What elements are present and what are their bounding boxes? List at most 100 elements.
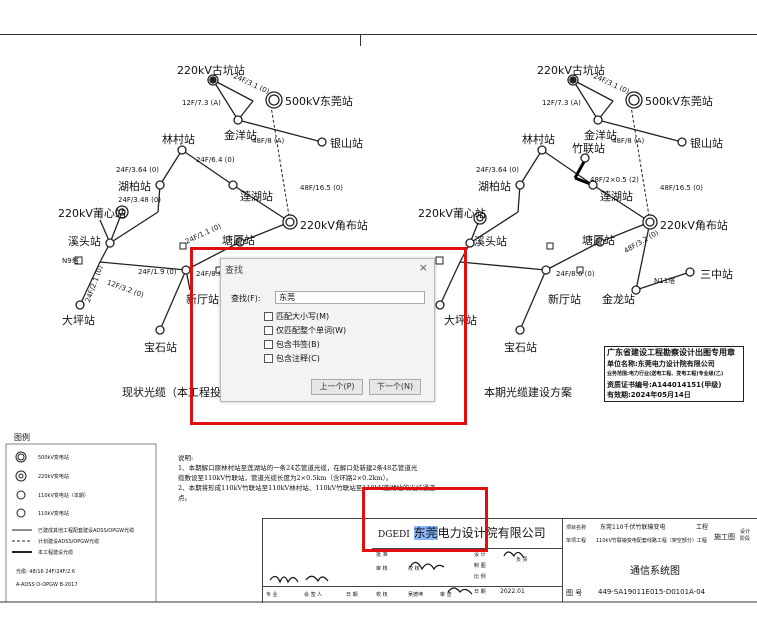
previous-button[interactable]: 上一个(P) xyxy=(311,379,363,395)
drawing-no-label: 图 号 xyxy=(566,589,583,597)
left-line-label: 24F/6.4 (0) xyxy=(196,156,235,164)
role-label: 批 准 xyxy=(376,552,388,558)
drawing-name: 通信系统图 xyxy=(630,566,680,577)
next-button[interactable]: 下一个(N) xyxy=(369,379,421,395)
checkbox-icon[interactable] xyxy=(264,312,273,321)
left-junction-label: N9塔 xyxy=(62,257,79,265)
left-station-puxin: 220kV莆心站 xyxy=(58,207,126,220)
right-line-label: 12F/7.3 (A) xyxy=(542,99,581,107)
include-bookmarks-checkbox[interactable]: 包含书签(B) xyxy=(264,339,320,350)
checkbox-icon[interactable] xyxy=(264,326,273,335)
left-line-label: 24F/3.48 (0) xyxy=(118,196,162,204)
role-label: 校 核 xyxy=(408,566,420,572)
left-station-tangxia: 塘厦站 xyxy=(222,234,255,247)
legend-title: 图例 xyxy=(14,433,30,442)
right-station-sanzhong: 三中站 xyxy=(700,268,733,281)
project-value: 东莞110千伏竹联输变电 xyxy=(600,524,666,531)
left-line-label: 48F/16.5 (0) xyxy=(300,184,344,192)
signoff-col: 审 查 xyxy=(440,592,452,598)
single-value: 110kV竹联输变电配套线路工程（架空部分）工程 xyxy=(596,538,707,544)
right-line-label: 24F/3.64 (0) xyxy=(476,166,520,174)
right-line-label: 24F/8.6 (0) xyxy=(556,270,595,278)
right-station-xitou: 溪头站 xyxy=(474,235,507,248)
right-station-daping: 大坪站 xyxy=(444,314,477,327)
whole-word-checkbox[interactable]: 仅匹配整个单词(W) xyxy=(264,325,346,336)
left-station-lianhu: 莲湖站 xyxy=(240,190,273,203)
stamp-line: 有效期:2024年05月14日 xyxy=(607,391,691,399)
checkbox-label: 包含书签(B) xyxy=(276,340,320,349)
stamp-line: 单位名称:东莞电力设计院有限公司 xyxy=(607,359,715,368)
left-station-yinshan: 银山站 xyxy=(330,137,363,150)
right-station-jinyang: 金洋站 xyxy=(584,129,617,142)
legend-footnote: 光缆: 48/16 24F/24F/2.6 xyxy=(16,569,76,575)
right-station-xinting: 新厅站 xyxy=(548,293,581,306)
signature-scribble xyxy=(503,551,525,559)
signoff-col: 校 核 xyxy=(376,592,388,598)
left-station-gukeng: 220kV古坑站 xyxy=(177,64,245,77)
signoff-col: 专 业 xyxy=(266,592,278,598)
project-label: 项目名称 xyxy=(566,525,587,531)
right-line-label: 48F/2×0.5 (2) xyxy=(590,176,639,184)
highlight-box-dialog xyxy=(190,247,467,425)
right-line-label: 48F/8 (A) xyxy=(612,137,645,145)
notes-line: 1、本期解口原林村站至莲湖站的一条24芯管道光缆，在解口处新建2条48芯管道光 xyxy=(178,464,418,472)
company-rest: 电力设计院有限公司 xyxy=(437,526,546,540)
right-diagram-caption: 本期光缆建设方案 xyxy=(484,386,572,399)
right-station-yinshan: 银山站 xyxy=(690,137,723,150)
company-name: DGEDI 东莞电力设计院有限公司 xyxy=(378,524,546,541)
left-line-label: 48F/8 (A) xyxy=(252,137,285,145)
match-case-checkbox[interactable]: 匹配大小写(M) xyxy=(264,311,329,322)
left-station-daping: 大坪站 xyxy=(62,314,95,327)
signoff-col: 吴德坤 xyxy=(408,592,424,598)
notes-line: 2、本期将形成110kV竹联站至110kV林村站、110kV竹联站至110kV莲… xyxy=(178,484,436,492)
signature-scribble xyxy=(269,575,299,584)
stamp-line: 资质证书编号:A144014151(甲级) xyxy=(607,380,722,389)
right-station-lincun: 林村站 xyxy=(522,133,555,146)
checkbox-label: 包含注释(C) xyxy=(276,354,320,363)
notes-title: 说明: xyxy=(178,454,194,462)
left-station-hubai: 湖柏站 xyxy=(118,180,151,193)
stamp-line: 广东省建设工程勘察设计出图专用章 xyxy=(607,348,735,357)
stage-design: 设计阶段 xyxy=(740,529,751,542)
company-prefix: DGEDI xyxy=(378,530,410,540)
sheet-top-border xyxy=(0,34,757,35)
right-station-hubai: 湖柏站 xyxy=(478,180,511,193)
drawing-date: 2022.01 xyxy=(500,588,525,595)
stamp-line: 业务范围:电力行业(送电工程、变电工程)专业级(乙) xyxy=(607,371,724,377)
signature-scribble xyxy=(305,575,329,583)
left-line-label: 24F/1.9 (0) xyxy=(138,268,177,276)
right-station-jiaobu: 220kV角布站 xyxy=(660,219,728,232)
role-label: 设 计 xyxy=(474,552,486,558)
single-label: 单项工程 xyxy=(566,538,587,544)
left-station-jiaobu: 220kV角布站 xyxy=(300,219,368,232)
design-stamp: 广东省建设工程勘察设计出图专用章 单位名称:东莞电力设计院有限公司 业务范围:电… xyxy=(604,346,744,402)
dialog-title: 查找 xyxy=(225,266,244,276)
left-station-baoshi: 宝石站 xyxy=(144,341,177,354)
legend-item: 110kV变电站 xyxy=(38,511,69,517)
right-station-gukeng: 220kV古坑站 xyxy=(537,64,605,77)
right-station-baoshi: 宝石站 xyxy=(504,341,537,354)
role-label: 日 期 xyxy=(474,589,486,595)
role-label: 比 例 xyxy=(474,574,486,580)
left-station-xinting: 新厅站 xyxy=(186,293,219,306)
left-station-xitou: 溪头站 xyxy=(68,235,101,248)
signoff-row xyxy=(262,586,562,587)
signature-scribble xyxy=(409,561,445,571)
right-station-tangxia: 塘厦站 xyxy=(582,234,615,247)
legend-item: 已建成其他工程配套建设ADSS/OPGW光缆 xyxy=(38,528,135,534)
drawing-no: 449-SA19011E015-D0101A-04 xyxy=(598,588,706,596)
find-input[interactable]: 东莞 xyxy=(275,291,425,304)
checkbox-icon[interactable] xyxy=(264,354,273,363)
left-line-label: 24F/8.6 xyxy=(196,270,223,278)
close-icon[interactable]: × xyxy=(418,261,428,274)
find-dialog[interactable]: 查找 × 查找(F): 东莞 匹配大小写(M) 仅匹配整个单词(W) 包含书签(… xyxy=(220,258,435,402)
left-station-dongguan: 500kV东莞站 xyxy=(285,95,353,108)
right-line-label: 48F/16.5 (0) xyxy=(660,184,704,192)
include-comments-checkbox[interactable]: 包含注释(C) xyxy=(264,353,320,364)
checkbox-label: 仅匹配整个单词(W) xyxy=(276,326,347,335)
right-station-dongguan: 500kV东莞站 xyxy=(645,95,713,108)
checkbox-icon[interactable] xyxy=(264,340,273,349)
right-station-puxin: 220kV莆心站 xyxy=(418,207,486,220)
